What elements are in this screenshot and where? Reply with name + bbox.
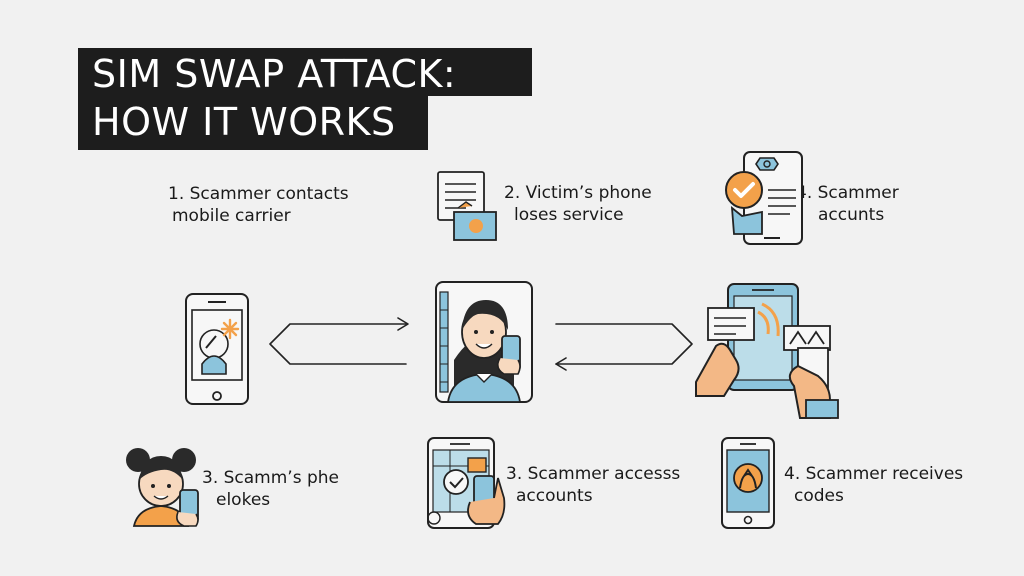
- phone-map-icon: [427, 437, 506, 529]
- hand-phone-icon: [695, 283, 839, 419]
- left-chevron-arrow: [269, 323, 407, 365]
- phone-codes-icon: [721, 437, 775, 529]
- page-title-2: HOW IT WORKS: [78, 96, 428, 150]
- title-line-2: HOW IT WORKS: [92, 100, 428, 144]
- girl-phone-icon: [126, 448, 199, 527]
- phone-person-icon: [185, 293, 249, 405]
- document-card-icon: [437, 171, 497, 241]
- page-title: SIM SWAP ATTACK:: [78, 48, 532, 96]
- woman-phone-icon: [435, 281, 533, 403]
- title-line-1: SIM SWAP ATTACK:: [92, 52, 457, 96]
- right-chevron-arrow: [555, 323, 693, 365]
- phone-check-icon: [725, 151, 803, 245]
